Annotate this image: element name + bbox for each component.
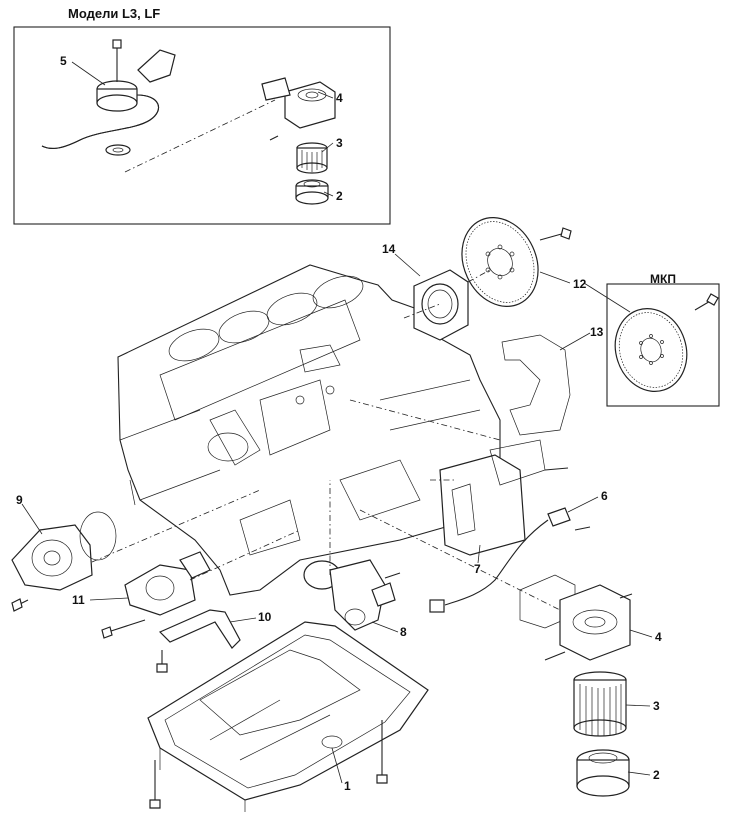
callout-8: 8: [400, 625, 407, 639]
mkp-title: МКП: [650, 272, 676, 286]
callout-4: 4: [655, 630, 662, 644]
inset-oil-filter-body: [261, 77, 336, 141]
callout-9: 9: [16, 493, 23, 507]
inset-oil-cooler: [41, 39, 176, 156]
callout-14: 14: [382, 242, 396, 256]
callout-2: 2: [653, 768, 660, 782]
callout-inset-2: 2: [336, 189, 343, 203]
callout-12: 12: [573, 277, 587, 291]
callout-13: 13: [590, 325, 604, 339]
mkp-box: [606, 283, 720, 407]
oil-pump-bracket: [156, 609, 241, 673]
callout-11: 11: [72, 593, 85, 607]
callout-1: 1: [344, 779, 351, 793]
callout-inset-5: 5: [60, 54, 67, 68]
water-pump: [11, 511, 117, 612]
callout-3: 3: [653, 699, 660, 713]
sensor-plate: [439, 439, 569, 556]
callout-inset-3: 3: [336, 136, 343, 150]
thermostat-housing: [303, 559, 401, 631]
inset-filter-cover: [295, 179, 329, 205]
center-lines: [91, 269, 561, 611]
inset-filter-element: [296, 142, 328, 174]
rear-oil-seal-housing: [413, 269, 469, 341]
crank-position-sensor: [429, 507, 591, 613]
oil-filter-element: [573, 671, 627, 737]
callout-inset-4: 4: [336, 91, 343, 105]
inset-title: Модели L3, LF: [68, 6, 161, 21]
oil-filter-cover: [576, 749, 630, 797]
callout-10: 10: [258, 610, 272, 624]
callout-6: 6: [601, 489, 608, 503]
oil-pump: [101, 551, 211, 639]
rear-cover-gasket: [501, 334, 571, 436]
oil-filter-body: [519, 574, 633, 661]
oil-pan: [147, 621, 429, 812]
callout-7: 7: [474, 562, 481, 576]
inset-box: [13, 26, 391, 225]
leader-lines: [21, 253, 653, 784]
flywheel: [461, 217, 572, 307]
